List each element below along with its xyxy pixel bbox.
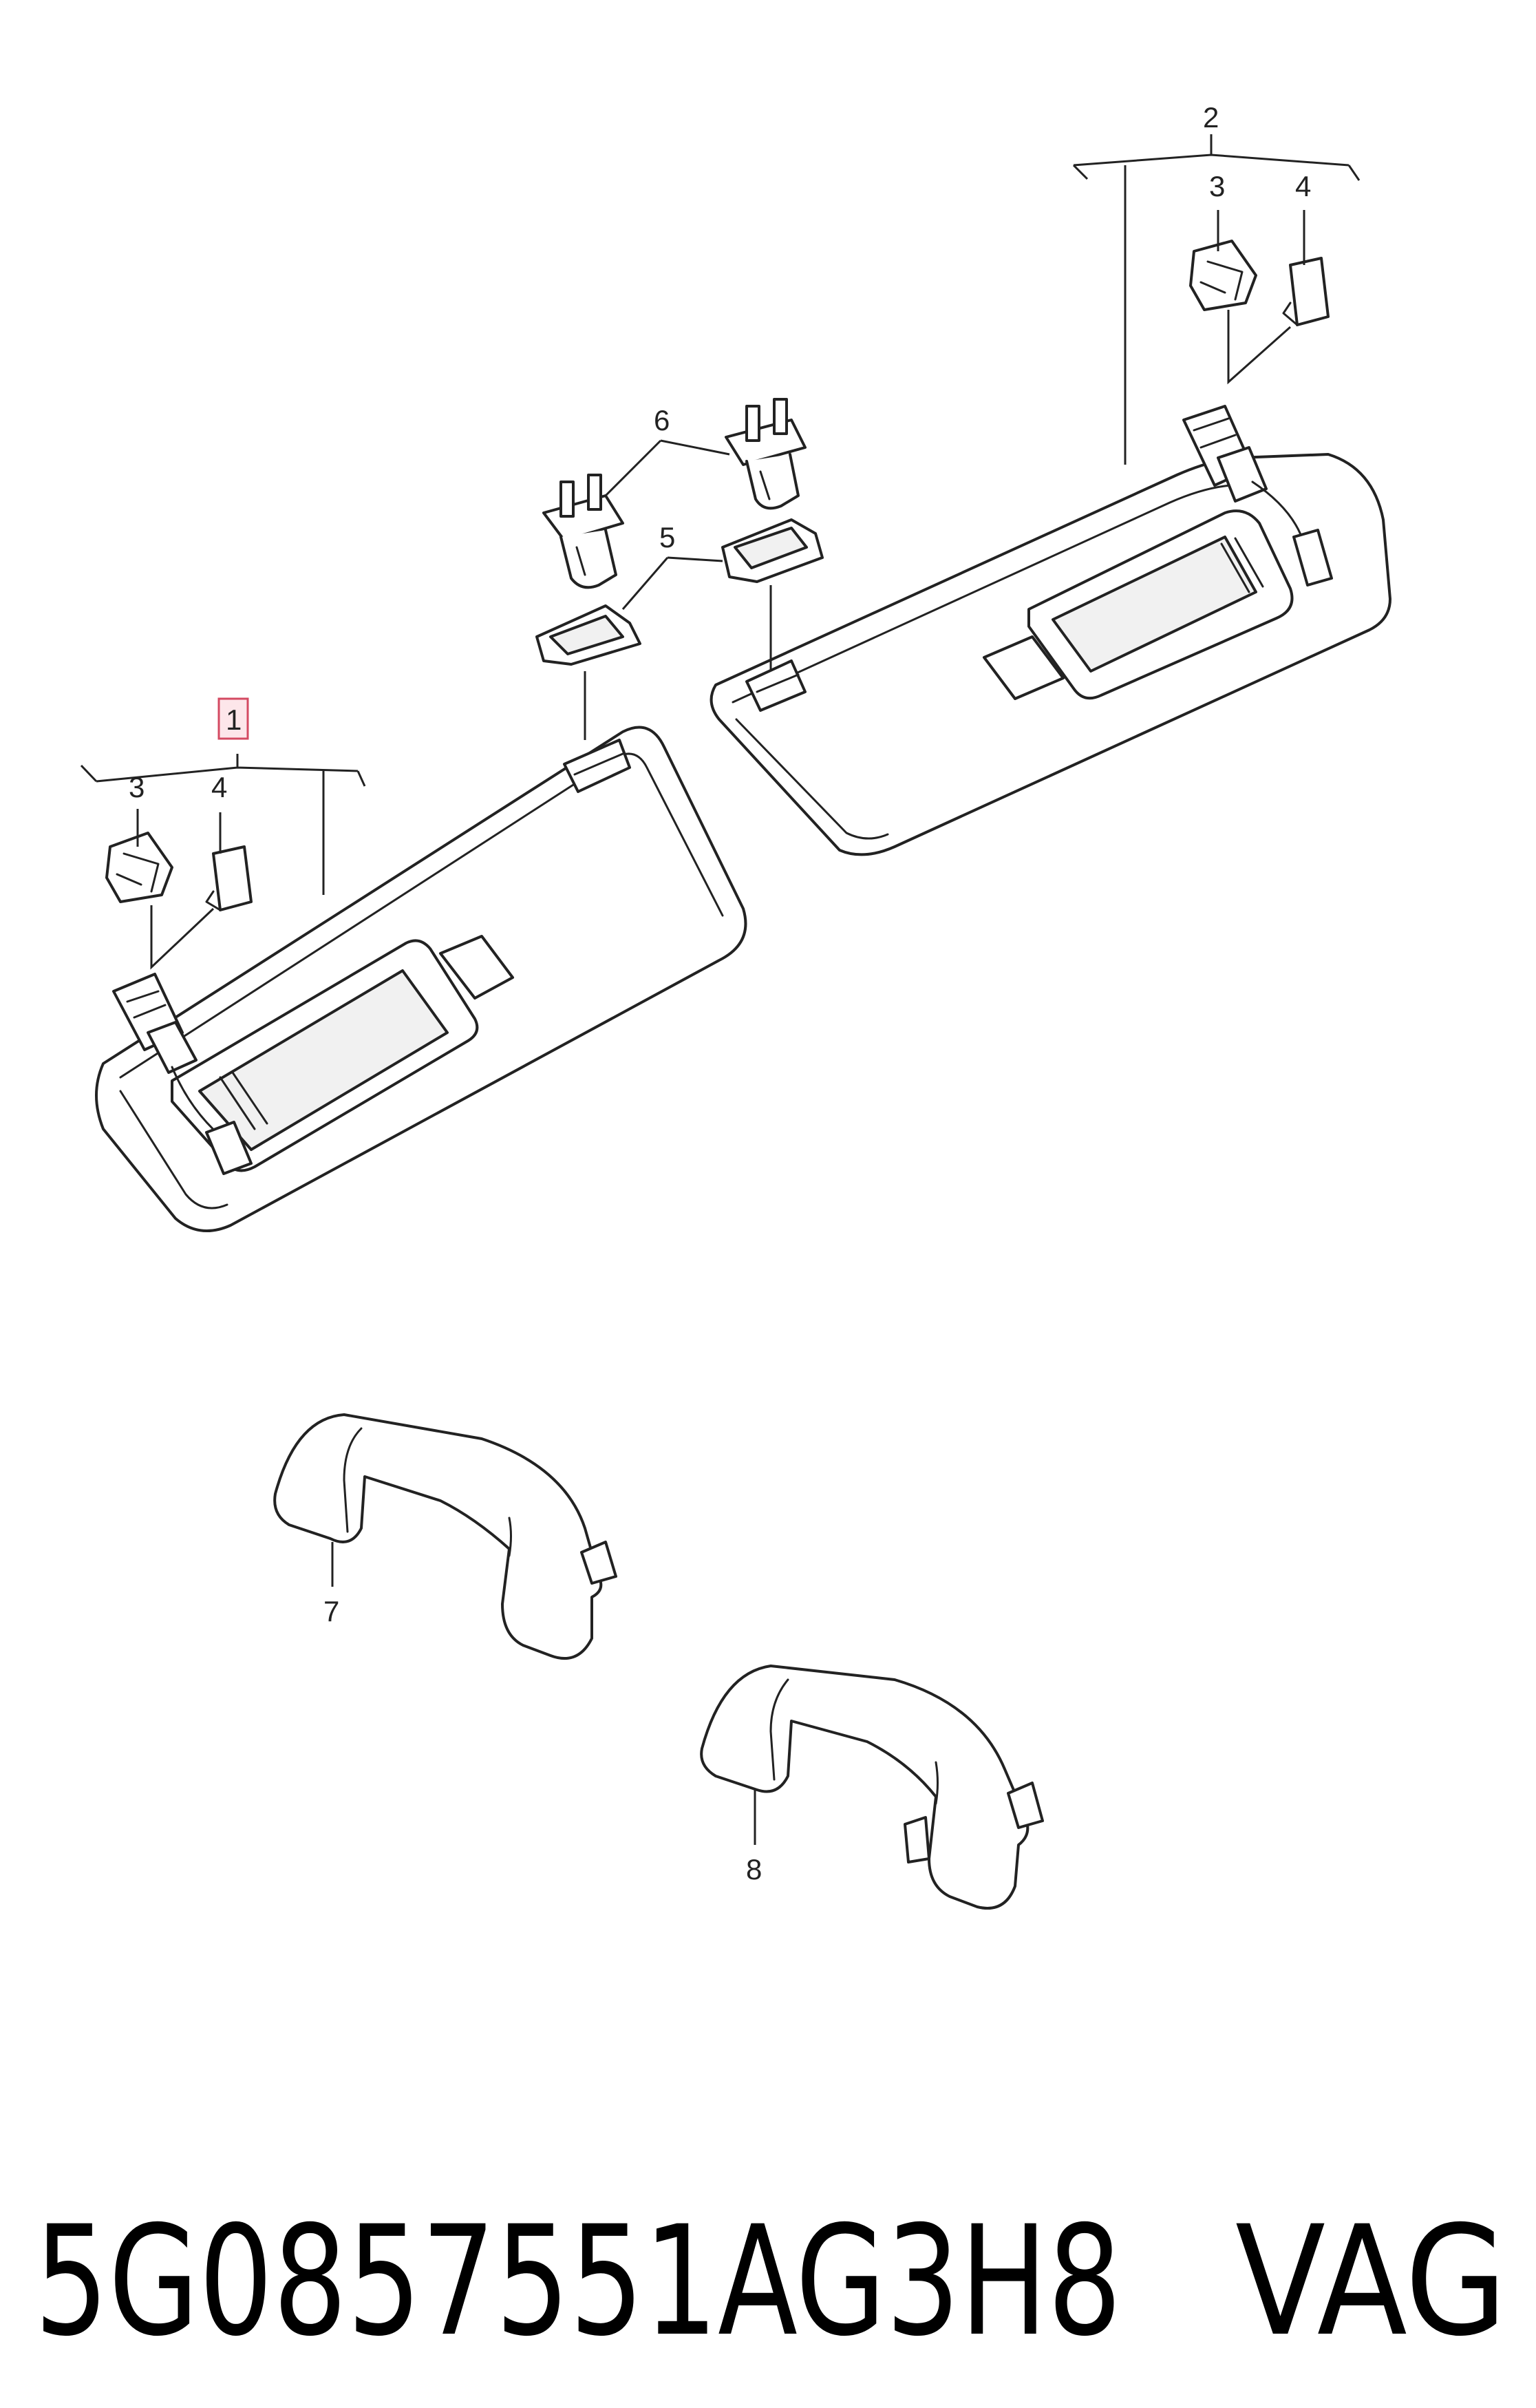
callout-2: 2 (1203, 101, 1219, 134)
callout-1: 1 (226, 704, 242, 736)
callout-labels: 1 2 3 4 3 4 5 6 7 8 (129, 101, 1311, 1886)
callout-3-right: 3 (1209, 170, 1225, 202)
right-sun-visor (710, 405, 1391, 856)
leader-lines (80, 134, 1361, 1845)
callout-7: 7 (323, 1595, 339, 1627)
callout-6: 6 (654, 404, 670, 436)
callout-8: 8 (746, 1853, 762, 1886)
callout-1-highlight (217, 697, 249, 740)
grab-handle-8 (700, 1665, 1044, 1910)
clip-3-right (1189, 240, 1257, 311)
callout-3-left: 3 (129, 771, 145, 803)
clip-5-right (721, 518, 824, 583)
callout-4-right: 4 (1295, 170, 1311, 202)
clip-4-right (1282, 257, 1330, 326)
part-number-text: 5G0857551AG3H8 (34, 2193, 1122, 2369)
clip-3-left (105, 832, 173, 903)
grab-handle-7 (273, 1413, 617, 1660)
brand-text: VAG (1235, 2193, 1507, 2369)
clip-4-left (205, 845, 253, 911)
holder-6-right (725, 398, 807, 510)
callout-5: 5 (659, 521, 675, 553)
holder-6-left (542, 474, 624, 589)
callout-4-left: 4 (211, 771, 227, 803)
footer: 5G0857551AG3H8 VAG (34, 2193, 1507, 2369)
clip-5-left (535, 604, 641, 666)
left-sun-visor (95, 726, 747, 1232)
